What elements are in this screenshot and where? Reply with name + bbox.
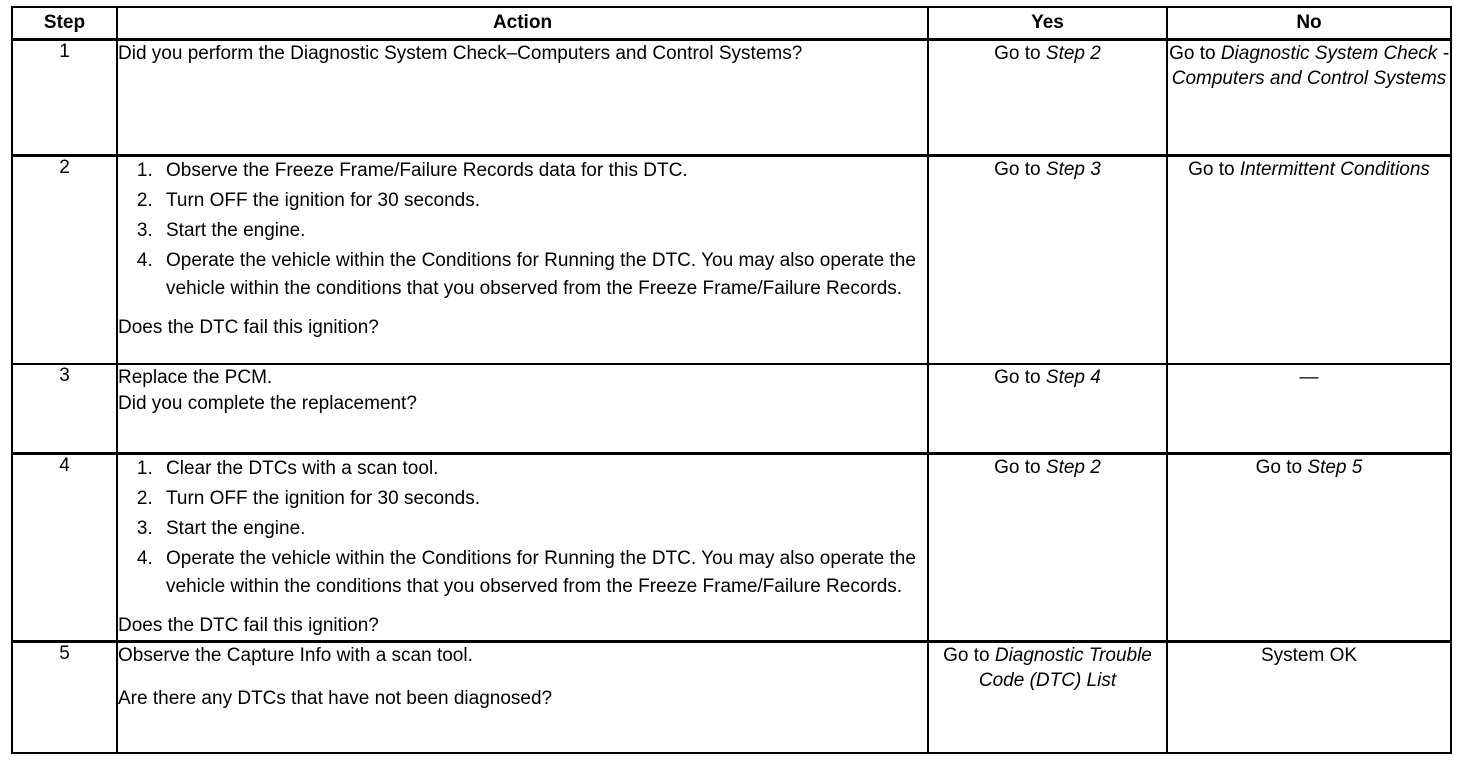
goto-label: Go to [1255, 457, 1308, 478]
list-item: Turn OFF the ignition for 30 seconds. [158, 485, 927, 513]
list-item: Operate the vehicle within the Condition… [158, 247, 927, 303]
action-list: Observe the Freeze Frame/Failure Records… [122, 157, 927, 303]
goto-label: Go to [994, 159, 1046, 180]
list-item: Operate the vehicle within the Condition… [158, 545, 927, 601]
goto-target: Step 2 [1045, 457, 1101, 478]
action-question: Did you complete the replacement? [118, 393, 417, 415]
action-cell: Did you perform the Diagnostic System Ch… [116, 38, 929, 157]
column-header-no: No [1166, 6, 1452, 41]
no-cell: System OK [1166, 639, 1452, 755]
column-header-action: Action [116, 6, 929, 41]
step-number-cell: 5 [11, 639, 118, 755]
no-answer: Go to Intermittent Conditions [1168, 157, 1450, 182]
yes-cell: Go to Step 3 [927, 154, 1168, 365]
goto-label: Go to [943, 644, 995, 666]
goto-label: Go to [994, 457, 1046, 478]
no-cell: — [1166, 362, 1452, 455]
step-number: 2 [59, 157, 70, 178]
goto-target: Step 3 [1045, 159, 1101, 180]
step-number-cell: 3 [11, 362, 118, 455]
list-item: Turn OFF the ignition for 30 seconds. [158, 187, 927, 215]
no-cell: Go to Intermittent Conditions [1166, 154, 1452, 365]
no-cell: Go to Diagnostic System Check - Computer… [1166, 38, 1452, 157]
no-answer: Go to Diagnostic System Check - Computer… [1168, 41, 1450, 91]
goto-label: Go to [1169, 43, 1221, 64]
yes-cell: Go to Step 4 [927, 362, 1168, 455]
yes-answer: Go to Step 3 [929, 157, 1166, 182]
action-cell: Observe the Freeze Frame/Failure Records… [116, 154, 929, 365]
step-number: 3 [59, 364, 70, 386]
action-cell: Observe the Capture Info with a scan too… [116, 639, 929, 755]
goto-target: Step 2 [1045, 43, 1101, 64]
action-list: Clear the DTCs with a scan tool. Turn OF… [122, 455, 927, 601]
step-number-cell: 2 [11, 154, 118, 365]
no-answer: Go to Step 5 [1168, 455, 1450, 480]
no-answer: System OK [1260, 644, 1358, 666]
yes-cell: Go to Diagnostic Trouble Code (DTC) List [927, 639, 1168, 755]
list-item: Clear the DTCs with a scan tool. [158, 455, 927, 483]
action-cell: Replace the PCM. Did you complete the re… [116, 362, 929, 455]
table-row: 3 Replace the PCM. Did you complete the … [11, 362, 1452, 455]
table-row: 4 Clear the DTCs with a scan tool. Turn … [11, 452, 1452, 643]
goto-target: Step 5 [1307, 457, 1363, 478]
table-row: 5 Observe the Capture Info with a scan t… [11, 639, 1452, 755]
step-number-cell: 4 [11, 452, 118, 643]
yes-cell: Go to Step 2 [927, 38, 1168, 157]
column-header-step: Step [11, 6, 118, 41]
goto-label: Go to [994, 43, 1046, 64]
yes-answer: Go to Step 2 [929, 455, 1166, 480]
table-row: 2 Observe the Freeze Frame/Failure Recor… [11, 154, 1452, 365]
action-question: Does the DTC fail this ignition? [118, 316, 379, 338]
step-number: 5 [59, 642, 70, 664]
goto-target: Diagnostic System Check - Computers and … [1171, 43, 1449, 90]
action-question: Does the DTC fail this ignition? [118, 614, 379, 636]
action-text: Observe the Capture Info with a scan too… [118, 644, 473, 666]
action-text: Did you perform the Diagnostic System Ch… [118, 43, 803, 64]
table-header-row: Step Action Yes No [11, 6, 1452, 41]
yes-answer: Go to Diagnostic Trouble Code (DTC) List [929, 643, 1166, 693]
goto-label: Go to [1188, 159, 1240, 180]
no-cell: Go to Step 5 [1166, 452, 1452, 643]
no-answer: — [1299, 366, 1319, 388]
diagnostic-step-table: Step Action Yes No 1 Did you perform the… [11, 6, 1452, 755]
goto-label: Go to [994, 366, 1046, 388]
goto-target: Intermittent Conditions [1239, 159, 1430, 180]
list-item: Start the engine. [158, 217, 927, 245]
action-text: Replace the PCM. [118, 366, 273, 388]
table-row: 1 Did you perform the Diagnostic System … [11, 38, 1452, 157]
step-number: 1 [59, 41, 70, 62]
goto-target: Diagnostic Trouble Code (DTC) List [978, 644, 1152, 691]
goto-target: Step 4 [1045, 366, 1101, 388]
yes-cell: Go to Step 2 [927, 452, 1168, 643]
yes-answer: Go to Step 2 [929, 41, 1166, 66]
column-header-yes: Yes [927, 6, 1168, 41]
step-number-cell: 1 [11, 38, 118, 157]
yes-answer: Go to Step 4 [929, 365, 1166, 390]
list-item: Start the engine. [158, 515, 927, 543]
action-question: Are there any DTCs that have not been di… [118, 687, 553, 709]
step-number: 4 [59, 455, 70, 476]
action-cell: Clear the DTCs with a scan tool. Turn OF… [116, 452, 929, 643]
list-item: Observe the Freeze Frame/Failure Records… [158, 157, 927, 185]
